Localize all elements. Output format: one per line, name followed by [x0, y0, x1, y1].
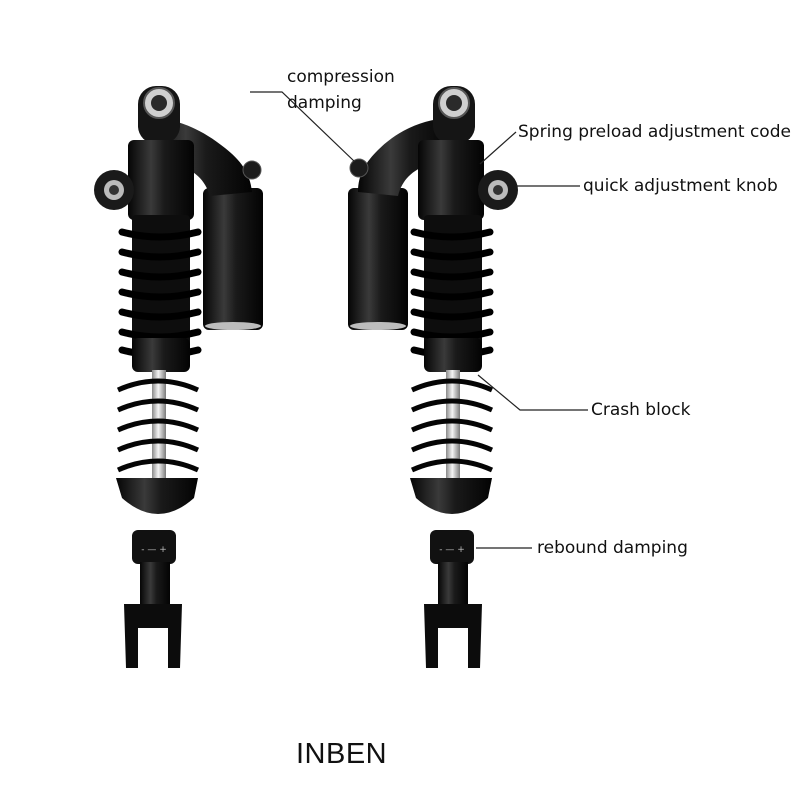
left-rebound-adjuster [132, 530, 176, 564]
right-lower-spring [410, 378, 494, 473]
right-crash-block [424, 338, 482, 372]
callout-rebound-damping: rebound damping [537, 538, 688, 558]
right-rebound-adjuster [430, 530, 474, 564]
right-top-eyelet [433, 86, 475, 144]
right-shock-absorber: - — + [348, 86, 518, 668]
left-compression-knob [242, 160, 262, 180]
callout-spring-preload: Spring preload adjustment code [518, 122, 791, 142]
leader-spring-preload [479, 131, 517, 165]
callout-compression-line1: compression [287, 67, 395, 87]
svg-text:- — +: - — + [439, 545, 465, 555]
right-lower-spring-cup [410, 478, 492, 514]
left-main-body [128, 140, 194, 220]
right-piggyback-arm [358, 118, 452, 196]
left-shock-absorber: - — + [94, 86, 263, 668]
left-upper-spring [118, 228, 202, 359]
left-lower-spring [116, 378, 200, 473]
brand-name: INBEN [296, 738, 388, 770]
callout-compression-line2: damping [287, 93, 362, 113]
left-shock-rod [152, 370, 166, 488]
leader-crash-block [477, 374, 588, 411]
left-lower-spring-cup [116, 478, 198, 514]
callout-compression-damping: compression damping [287, 64, 395, 116]
right-shock-rod [446, 370, 460, 488]
left-lower-clevis [124, 604, 182, 668]
right-preload-knob [478, 170, 518, 210]
left-top-eyelet [138, 86, 180, 144]
right-reservoir [348, 188, 408, 330]
right-compression-knob [349, 158, 369, 178]
right-lower-clevis [424, 604, 482, 668]
right-main-body [418, 140, 484, 220]
svg-text:- — +: - — + [141, 545, 167, 555]
leader-compression-damping [250, 91, 356, 163]
left-reservoir [203, 188, 263, 330]
callout-crash-block: Crash block [591, 400, 691, 420]
left-preload-knob [94, 170, 134, 210]
leader-lines [250, 91, 588, 549]
callout-quick-adjustment-knob: quick adjustment knob [583, 176, 778, 196]
